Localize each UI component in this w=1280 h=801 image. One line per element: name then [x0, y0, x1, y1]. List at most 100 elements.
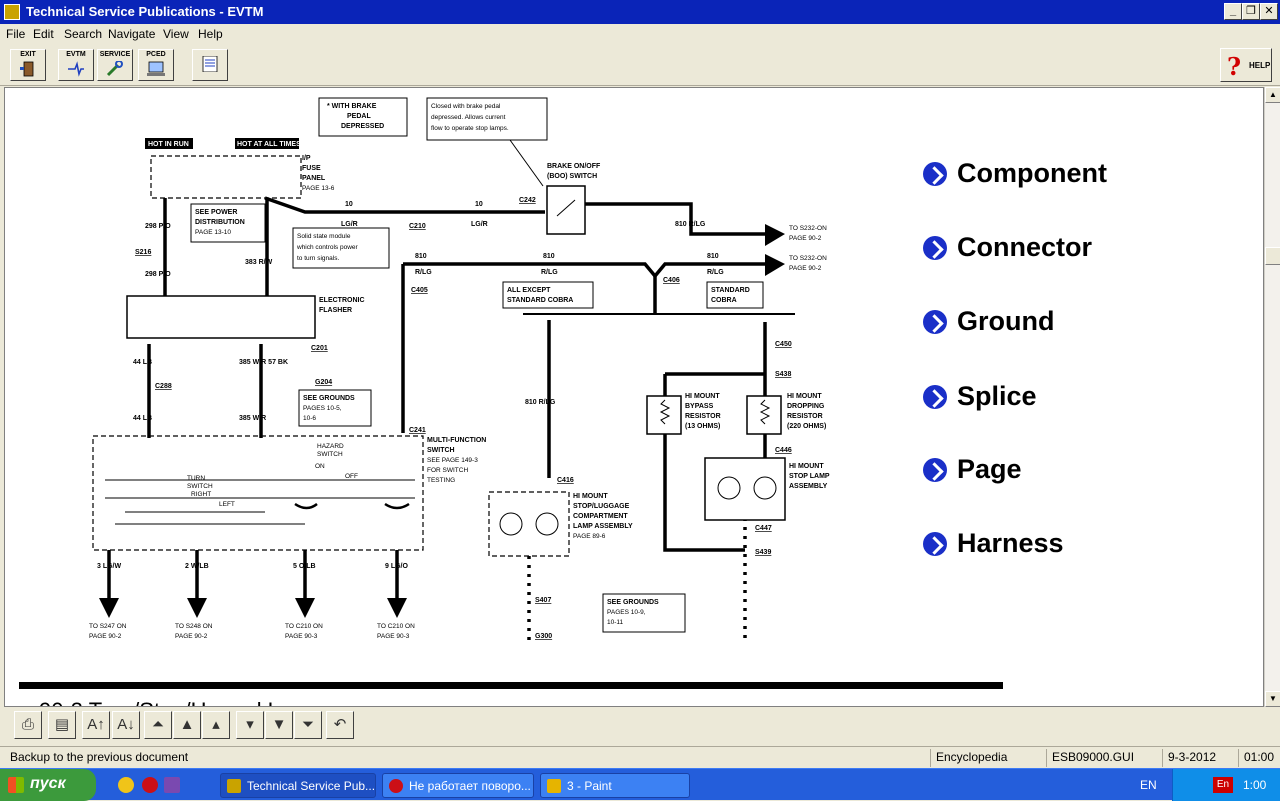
back-button[interactable]: ↶ — [326, 711, 354, 739]
menu-help[interactable]: Help — [198, 27, 223, 41]
vertical-scrollbar[interactable]: ▲ ▼ — [1264, 87, 1280, 707]
service-button[interactable]: SERVICE — [97, 49, 133, 81]
svg-text:385 W/R 57 BK: 385 W/R 57 BK — [239, 359, 288, 366]
language-indicator[interactable]: EN — [1140, 778, 1157, 792]
hi-mount-assy-3: COMPARTMENT — [573, 513, 628, 520]
pced-button[interactable]: PCED — [138, 49, 174, 81]
last-page-button[interactable]: ⏷ — [294, 711, 322, 739]
to-f-line2: PAGE 90-2 — [789, 265, 822, 272]
scroll-down-doc-button[interactable]: ▾ — [236, 711, 264, 739]
scroll-up-doc-button[interactable]: ▴ — [202, 711, 230, 739]
to-c-line2: PAGE 90-3 — [285, 633, 318, 640]
boo-switch-label-1: BRAKE ON/OFF — [547, 163, 601, 170]
task-evtm[interactable]: Technical Service Pub... — [220, 773, 376, 798]
menu-file[interactable]: File — [6, 27, 26, 41]
menu-search[interactable]: Search — [64, 27, 103, 41]
flasher-label-2: FLASHER — [319, 307, 352, 314]
svg-text:LG/R: LG/R — [341, 221, 358, 228]
dropping-res-2: DROPPING — [787, 403, 825, 410]
pced-label: PCED — [146, 51, 166, 58]
scroll-down-button[interactable]: ▼ — [1265, 691, 1280, 707]
help-button[interactable]: ? HELP — [1220, 48, 1272, 82]
hi-mount-assy-5: PAGE 89-6 — [573, 533, 606, 540]
help-question-icon: ? — [1227, 52, 1242, 81]
window-title: Technical Service Publications - EVTM — [26, 4, 264, 19]
tray-language-badge[interactable]: En — [1213, 777, 1233, 793]
mfs-label-1: MULTI-FUNCTION — [427, 437, 486, 444]
right-label: RIGHT — [191, 491, 211, 498]
next-page-button[interactable]: ▼ — [265, 711, 293, 739]
arrow-right-icon — [923, 236, 947, 260]
close-button[interactable]: ✕ — [1260, 3, 1278, 20]
prev-page-button[interactable]: ▲ — [173, 711, 201, 739]
scroll-up-button[interactable]: ▲ — [1265, 87, 1280, 103]
opera-icon[interactable] — [142, 777, 158, 793]
task-evtm-label: Technical Service Pub... — [247, 779, 376, 793]
connector-c241: C241 — [409, 427, 426, 434]
wiring-diagram[interactable]: HOT IN RUN HOT AT ALL TIMES I/P FUSE PAN… — [5, 88, 1264, 707]
status-time: 01:00 — [1244, 750, 1275, 764]
menu-edit[interactable]: Edit — [33, 27, 54, 41]
splice-s439: S439 — [755, 549, 771, 556]
bypass-res-4: (13 OHMS) — [685, 423, 720, 430]
see-grounds-1-line1: SEE GROUNDS — [303, 395, 355, 402]
scroll-thumb[interactable] — [1265, 247, 1280, 265]
page-title: 90-3 Turn/Stop/Hazard Lamps — [39, 698, 334, 706]
stop-lamp-1: HI MOUNT — [789, 463, 824, 470]
solid-state-1: Solid state module — [297, 233, 351, 240]
application-window: Technical Service Publications - EVTM _ … — [0, 0, 1280, 768]
splice-s216: S216 — [135, 249, 151, 256]
boo-switch-label-2: (BOO) SWITCH — [547, 173, 597, 180]
copy-button[interactable]: ▤ — [48, 711, 76, 739]
task-opera[interactable]: Не работает поворо... — [382, 773, 534, 798]
svg-text:810 R/LG: 810 R/LG — [675, 221, 706, 228]
door-icon — [20, 61, 34, 77]
minimize-button[interactable]: _ — [1224, 3, 1242, 20]
app-quicklaunch-icon[interactable] — [164, 777, 180, 793]
svg-text:810 R/LG: 810 R/LG — [525, 399, 556, 406]
service-label: SERVICE — [99, 51, 131, 58]
chrome-icon[interactable] — [118, 777, 134, 793]
svg-text:9 LG/O: 9 LG/O — [385, 563, 409, 570]
document-view[interactable]: HOT IN RUN HOT AT ALL TIMES I/P FUSE PAN… — [4, 87, 1264, 707]
svg-text:298 P/O: 298 P/O — [145, 271, 171, 278]
arrow-right-icon — [923, 532, 947, 556]
fuse-panel-line1: I/P — [302, 155, 311, 162]
task-paint[interactable]: 3 - Paint — [540, 773, 690, 798]
restore-button[interactable]: ❐ — [1242, 3, 1260, 20]
evtm-button[interactable]: EVTM — [58, 49, 94, 81]
title-bar[interactable]: Technical Service Publications - EVTM _ … — [0, 0, 1280, 24]
clock[interactable]: 1:00 — [1243, 778, 1267, 792]
font-larger-button[interactable]: A↑ — [82, 711, 110, 739]
bypass-res-1: HI MOUNT — [685, 393, 720, 400]
exit-label: EXIT — [20, 51, 36, 58]
notes-button[interactable] — [192, 49, 228, 81]
status-message: Backup to the previous document — [10, 750, 189, 764]
menu-view[interactable]: View — [163, 27, 189, 41]
first-page-button[interactable]: ⏶ — [144, 711, 172, 739]
svg-text:5 O/LB: 5 O/LB — [293, 563, 316, 570]
print-button[interactable]: ⎙ — [14, 711, 42, 739]
svg-text:298 P/O: 298 P/O — [145, 223, 171, 230]
on-label: ON — [315, 463, 325, 470]
system-tray: En 1:00 — [1172, 769, 1280, 801]
ground-g204: G204 — [315, 379, 332, 386]
taskbar: пуск Technical Service Pub... Не работае… — [0, 768, 1280, 801]
connector-c406: C406 — [663, 277, 680, 284]
standard-cobra-2: COBRA — [711, 297, 737, 304]
start-button[interactable]: пуск — [0, 769, 96, 801]
arrow-right-icon — [923, 310, 947, 334]
connector-c288: C288 — [155, 383, 172, 390]
nav-link-component-label: Component — [957, 158, 1107, 188]
turn-switch-1: TURN — [187, 475, 205, 482]
connector-c450: C450 — [775, 341, 792, 348]
windows-logo-icon — [8, 777, 24, 793]
flasher-label-1: ELECTRONIC — [319, 297, 365, 304]
font-smaller-button[interactable]: A↓ — [112, 711, 140, 739]
exit-button[interactable]: EXIT — [10, 49, 46, 81]
bypass-res-2: BYPASS — [685, 403, 714, 410]
menu-navigate[interactable]: Navigate — [108, 27, 156, 41]
to-d-line1: TO C210 ON — [377, 623, 415, 630]
see-power-2: DISTRIBUTION — [195, 219, 245, 226]
see-grounds-1-line2: PAGES 10-5, — [303, 405, 342, 412]
